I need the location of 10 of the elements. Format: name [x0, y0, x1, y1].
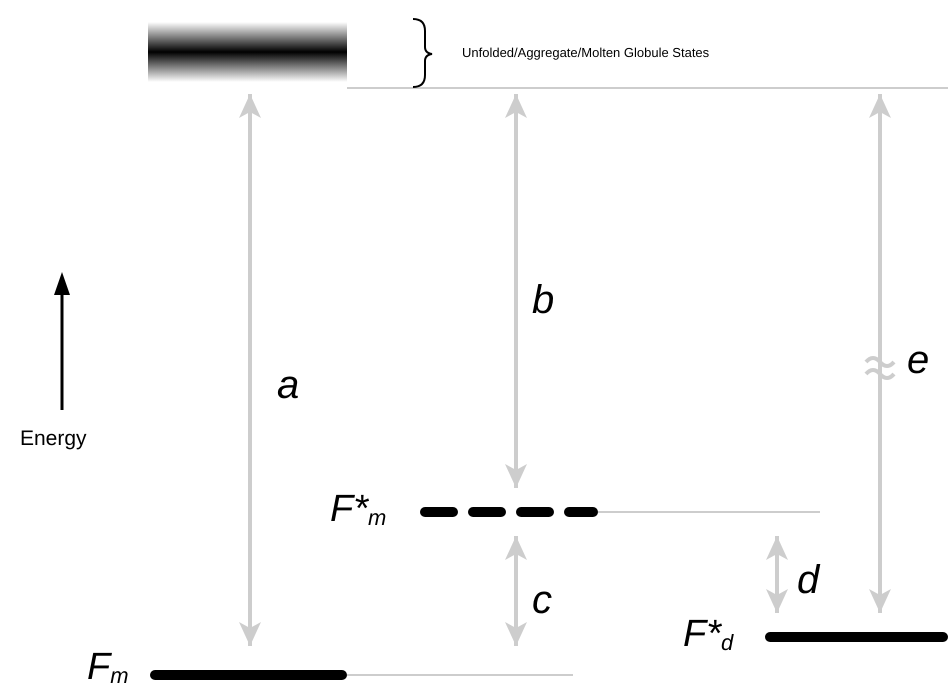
axis-label: Energy: [20, 427, 87, 451]
double-arrow: [239, 94, 261, 646]
level-label: F*$_{d}$: [683, 615, 734, 653]
level-label: F$_{m}$: [87, 648, 129, 686]
level-label: F*$_{m}$: [330, 490, 386, 528]
double-arrow: [869, 94, 891, 613]
double-arrow: [505, 536, 527, 646]
double-arrow: [766, 536, 788, 613]
state-label: Unfolded/Aggregate/Molten Globule States: [462, 45, 710, 61]
double-arrow: [505, 94, 527, 488]
